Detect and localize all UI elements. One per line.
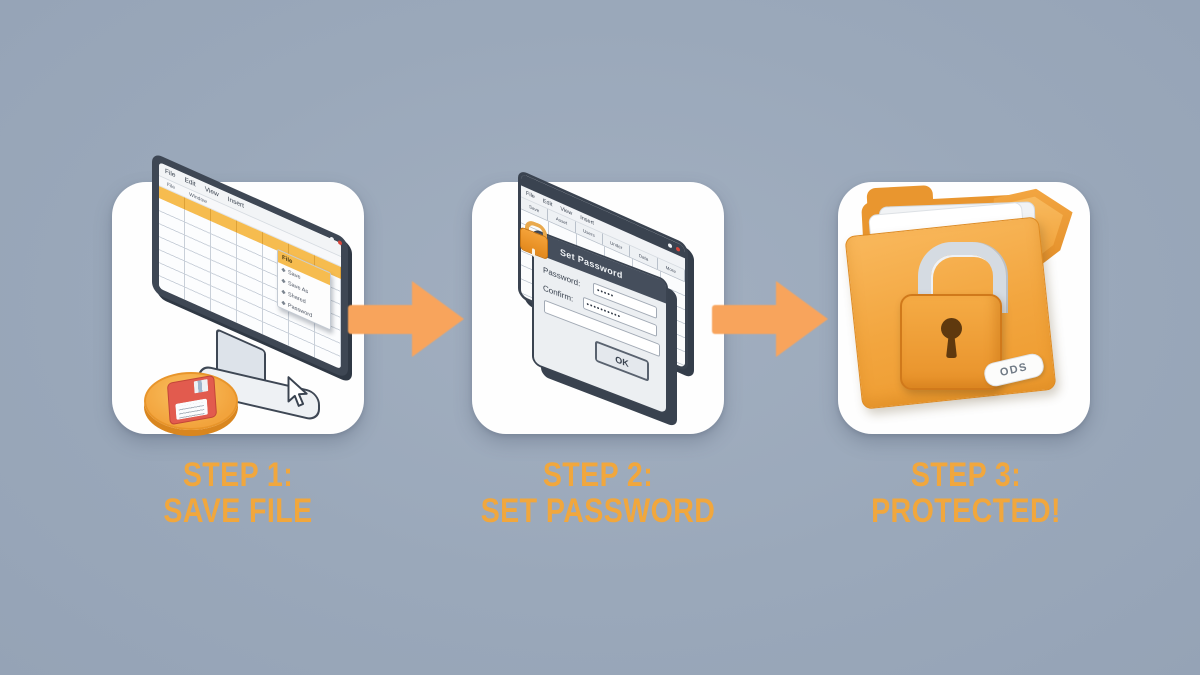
keyhole-stem	[946, 334, 957, 358]
spreadsheet-screen: File Edit View Insert File Window File S…	[159, 162, 341, 370]
arrow-head	[776, 281, 828, 357]
step2-card: File Edit View Insert Save Asset Users U…	[472, 169, 724, 434]
arrow-shaft	[348, 305, 414, 334]
bullet-icon	[281, 300, 286, 306]
bullet-icon	[281, 278, 286, 284]
step3-label: STEP 3: PROTECTED!	[840, 457, 1092, 529]
close-dot-icon	[676, 246, 680, 253]
step2-label-line2: SET PASSWORD	[480, 492, 716, 531]
mouse-cursor-icon	[287, 376, 308, 407]
step2-label: STEP 2: SET PASSWORD	[472, 457, 724, 529]
floppy-label	[175, 398, 208, 421]
menu-item-edit: Edit	[184, 176, 196, 189]
step1-label-line2: SAVE FILE	[163, 492, 313, 531]
step3-card: ODS	[838, 182, 1090, 434]
step1-card: File Edit View Insert File Window File S…	[112, 152, 364, 434]
arrow-right-icon	[348, 281, 466, 357]
floppy-shutter	[193, 378, 209, 394]
step1-label-line1: STEP 1:	[182, 456, 294, 494]
arrow-shaft	[712, 305, 778, 334]
lock-keyhole	[532, 248, 535, 258]
menu-item-file: File	[165, 167, 176, 180]
arrow-head	[412, 281, 464, 357]
step3-label-line2: PROTECTED!	[871, 492, 1061, 531]
step3-label-line1: STEP 3:	[910, 456, 1022, 494]
bullet-icon	[281, 267, 286, 273]
window-buttons	[668, 242, 680, 253]
save-floppy-icon	[144, 372, 238, 430]
keyhole-icon	[941, 318, 962, 339]
step2-label-line1: STEP 2:	[542, 456, 654, 494]
step1-label: STEP 1: SAVE FILE	[112, 457, 364, 529]
menu-item-file: File	[526, 190, 535, 201]
minimize-dot-icon	[668, 242, 672, 249]
arrow-right-icon	[712, 281, 830, 357]
floppy-disk-icon	[166, 374, 218, 426]
bullet-icon	[281, 289, 286, 295]
